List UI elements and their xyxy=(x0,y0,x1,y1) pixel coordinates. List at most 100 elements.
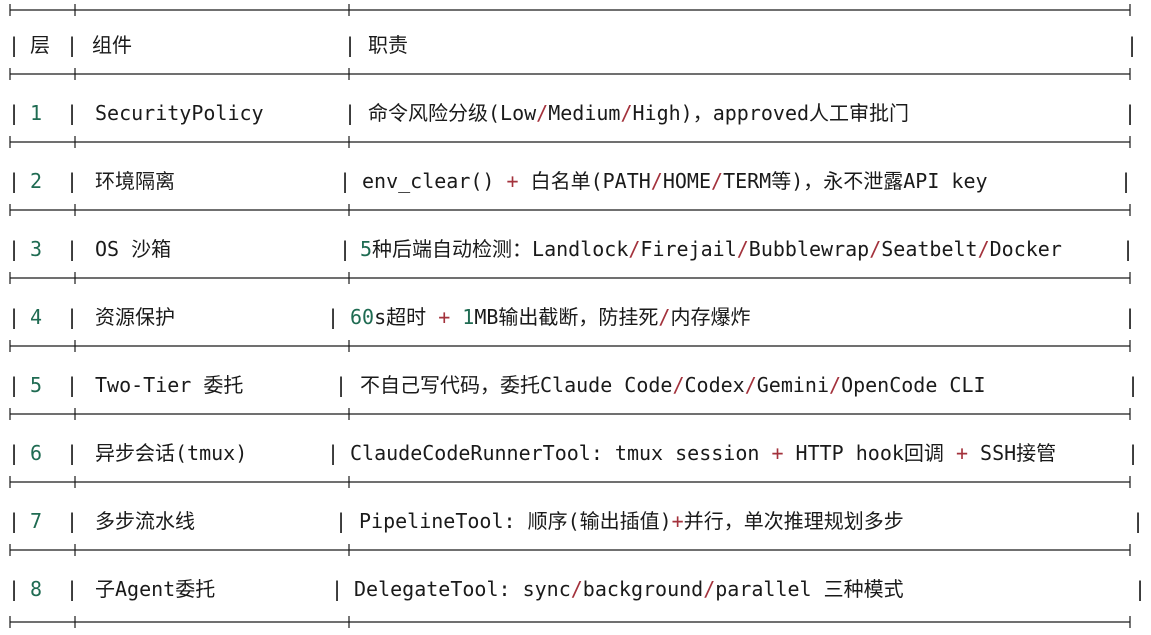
row-sep-1: | xyxy=(66,237,79,261)
duty-text: High)，approved人工审批门 xyxy=(632,101,910,125)
duty-operator: / xyxy=(977,237,990,261)
row-duty: 不自己写代码，委托Claude Code/Codex/Gemini/OpenCo… xyxy=(360,373,986,397)
row-sep-1: | xyxy=(66,577,79,601)
row-sep-1: | xyxy=(66,305,79,329)
duty-text: env_clear() xyxy=(362,169,507,193)
duty-text: s超时 xyxy=(374,305,439,329)
duty-text: 种后端自动检测：Landlock xyxy=(372,237,629,261)
row-sep-1: | xyxy=(66,169,79,193)
row-duty: 5种后端自动检测：Landlock/Firejail/Bubblewrap/Se… xyxy=(360,237,1062,261)
duty-text: DelegateTool: sync xyxy=(354,577,571,601)
row-layer: 6 xyxy=(30,441,43,465)
row-component: Two-Tier 委托 xyxy=(95,373,244,397)
row-layer: 3 xyxy=(30,237,43,261)
duty-text: Medium xyxy=(548,101,621,125)
row-left-border: | xyxy=(8,373,21,397)
duty-operator: / xyxy=(658,305,671,329)
duty-operator: / xyxy=(536,101,549,125)
row-duty: 命令风险分级(Low/Medium/High)，approved人工审批门 xyxy=(368,101,909,125)
row-left-border: | xyxy=(8,305,21,329)
row-duty: DelegateTool: sync/background/parallel 三… xyxy=(354,577,904,601)
row-right-border: | xyxy=(1132,509,1145,533)
row-left-border: | xyxy=(8,509,21,533)
duty-operator: / xyxy=(570,577,583,601)
row-left-border: | xyxy=(8,101,21,125)
row-right-border: | xyxy=(1127,373,1140,397)
row-right-border: | xyxy=(1122,237,1135,261)
row-layer: 5 xyxy=(30,373,43,397)
row-component: OS 沙箱 xyxy=(95,237,172,261)
row-right-border: | xyxy=(1127,441,1140,465)
row-sep-2: | xyxy=(344,101,357,125)
duty-operator: + xyxy=(438,305,451,329)
duty-operator: / xyxy=(628,237,641,261)
row-layer: 1 xyxy=(30,101,43,125)
header-right-border: | xyxy=(1126,33,1139,57)
duty-operator: + xyxy=(506,169,519,193)
duty-operator: / xyxy=(620,101,633,125)
duty-text: 内存爆炸 xyxy=(670,305,751,329)
row-sep-2: | xyxy=(335,509,348,533)
header-sep-2: | xyxy=(344,33,357,57)
row-sep-2: | xyxy=(327,441,340,465)
row-duty: env_clear() + 白名单(PATH/HOME/TERM等)，永不泄露A… xyxy=(362,169,988,193)
row-left-border: | xyxy=(8,169,21,193)
duty-text: background xyxy=(582,577,704,601)
duty-text: ClaudeCodeRunnerTool: tmux session xyxy=(350,441,772,465)
header-sep-1: | xyxy=(66,33,79,57)
row-component: 资源保护 xyxy=(95,305,175,329)
row-right-border: | xyxy=(1134,577,1147,601)
duty-number: 5 xyxy=(360,237,373,261)
row-right-border: | xyxy=(1124,101,1137,125)
row-layer: 4 xyxy=(30,305,43,329)
duty-number: 60 xyxy=(350,305,375,329)
row-sep-1: | xyxy=(66,101,79,125)
row-duty: PipelineTool: 顺序(输出插值)+并行，单次推理规划多步 xyxy=(359,509,904,533)
duty-text: TERM等)，永不泄露API key xyxy=(723,169,988,193)
duty-text: Bubblewrap xyxy=(748,237,870,261)
duty-text: OpenCode CLI xyxy=(841,373,986,397)
duty-operator: / xyxy=(650,169,663,193)
duty-operator: / xyxy=(711,169,724,193)
row-sep-1: | xyxy=(66,373,79,397)
header-duty: 职责 xyxy=(368,33,408,57)
row-component: 环境隔离 xyxy=(95,169,175,193)
row-component: 多步流水线 xyxy=(95,509,195,533)
duty-text: Seatbelt xyxy=(881,237,978,261)
duty-text: Codex xyxy=(684,373,745,397)
row-sep-2: | xyxy=(339,169,352,193)
header-left-border: | xyxy=(8,33,21,57)
duty-text: SSH接管 xyxy=(967,441,1057,465)
duty-text: 命令风险分级(Low xyxy=(368,101,537,125)
duty-text xyxy=(450,305,462,329)
row-component: 异步会话(tmux) xyxy=(95,441,248,465)
row-layer: 7 xyxy=(30,509,43,533)
duty-operator: / xyxy=(744,373,757,397)
duty-text: 并行，单次推理规划多步 xyxy=(683,509,904,533)
row-right-border: | xyxy=(1124,305,1137,329)
row-layer: 8 xyxy=(30,577,43,601)
row-right-border: | xyxy=(1120,169,1133,193)
duty-operator: / xyxy=(672,373,685,397)
row-sep-1: | xyxy=(66,509,79,533)
duty-text: Firejail xyxy=(640,237,737,261)
duty-operator: / xyxy=(703,577,716,601)
row-component: 子Agent委托 xyxy=(95,577,216,601)
header-component: 组件 xyxy=(92,33,132,57)
duty-text: MB输出截断，防挂死 xyxy=(474,305,659,329)
duty-text: HOME xyxy=(662,169,712,193)
row-duty: 60s超时 + 1MB输出截断，防挂死/内存爆炸 xyxy=(350,305,750,329)
row-left-border: | xyxy=(8,577,21,601)
duty-operator: / xyxy=(869,237,882,261)
duty-operator: / xyxy=(829,373,842,397)
row-sep-2: | xyxy=(335,373,348,397)
duty-text: 白名单(PATH xyxy=(518,169,651,193)
duty-operator: / xyxy=(736,237,749,261)
row-sep-2: | xyxy=(327,305,340,329)
duty-operator: + xyxy=(671,509,684,533)
duty-text: Gemini xyxy=(756,373,830,397)
row-layer: 2 xyxy=(30,169,43,193)
duty-text: HTTP hook回调 xyxy=(783,441,956,465)
